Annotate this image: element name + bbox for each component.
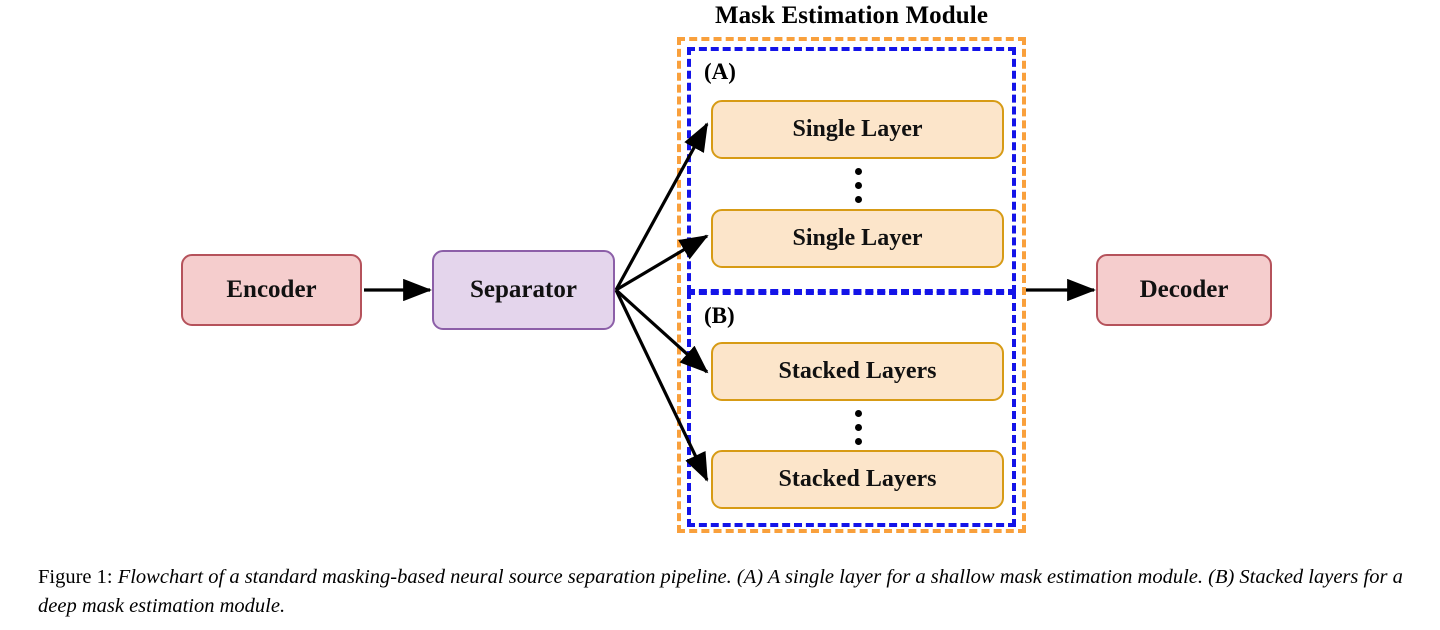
- group-b-label: (B): [704, 303, 735, 328]
- group-b-layer-box-2: Stacked Layers: [711, 450, 1004, 509]
- group-a-layer-box-1: Single Layer: [711, 100, 1004, 159]
- group-b-layer-box-1: Stacked Layers: [711, 342, 1004, 401]
- figure-caption-label: Figure 1:: [38, 566, 113, 588]
- group-a-layer-box-2: Single Layer: [711, 209, 1004, 268]
- encoder-box: Encoder: [181, 254, 362, 326]
- group-a-vertical-ellipsis-icon: [851, 168, 865, 203]
- group-a-label: (A): [704, 59, 736, 84]
- figure-caption: Figure 1: Flowchart of a standard maskin…: [38, 563, 1408, 621]
- decoder-box: Decoder: [1096, 254, 1272, 326]
- group-b-vertical-ellipsis-icon: [851, 410, 865, 445]
- figure-caption-body: Flowchart of a standard masking-based ne…: [38, 566, 1403, 618]
- mask-estimation-module-title: Mask Estimation Module: [714, 2, 989, 29]
- separator-box: Separator: [432, 250, 615, 330]
